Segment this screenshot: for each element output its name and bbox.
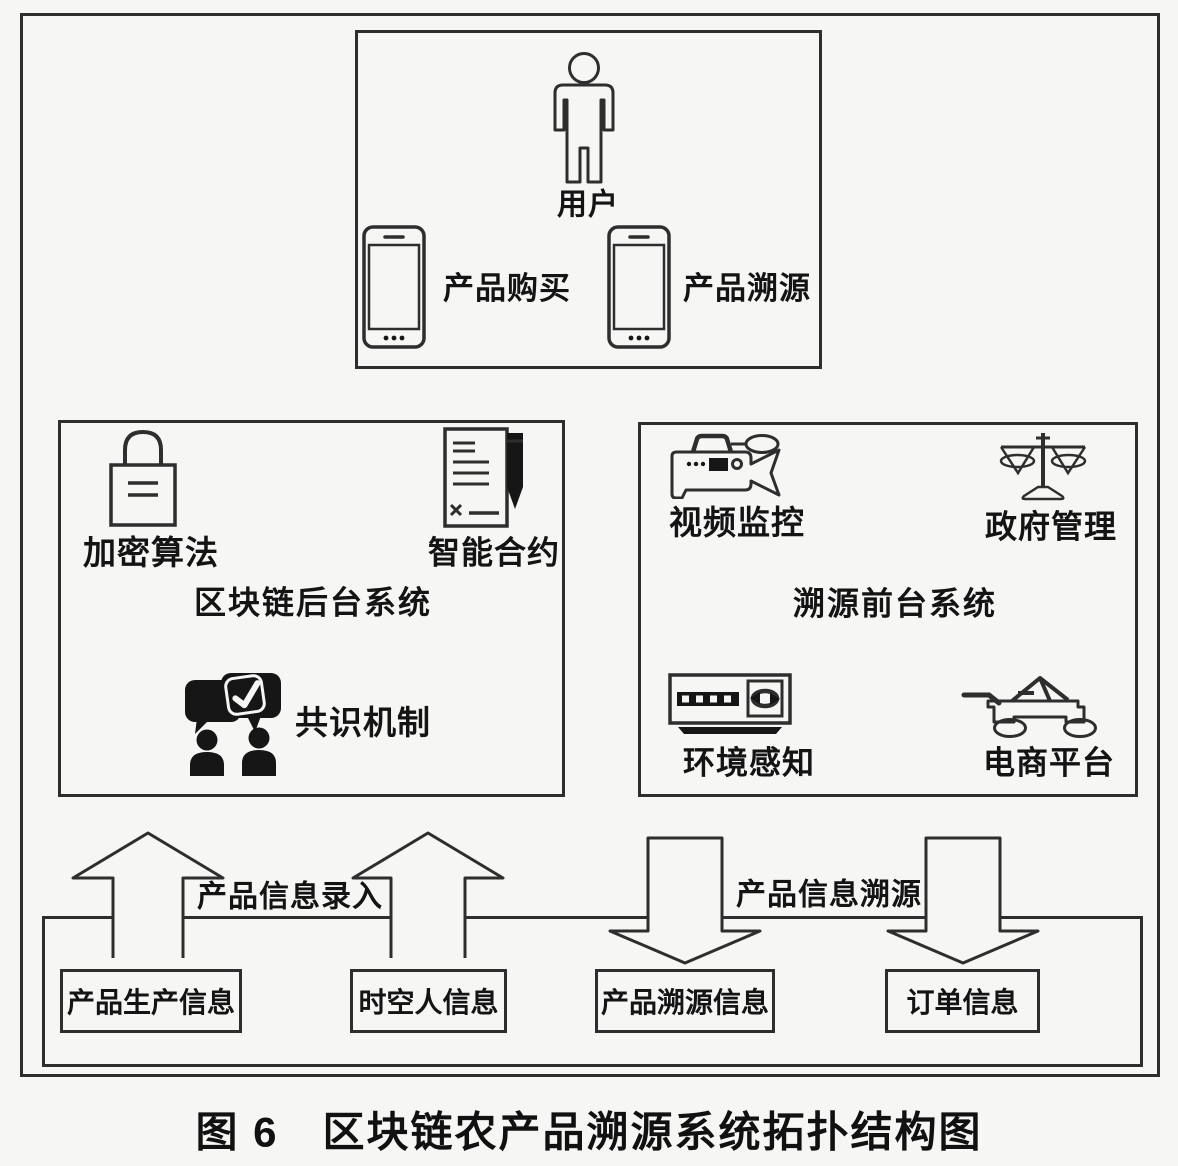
- consensus-icon: [183, 670, 285, 777]
- encryption-label: 加密算法: [83, 533, 219, 571]
- scales-icon: [996, 431, 1090, 502]
- video-label: 视频监控: [669, 503, 805, 541]
- backend-title: 区块链后台系统: [193, 584, 433, 621]
- info-box-label: 订单信息: [906, 987, 1019, 1018]
- info-box-label: 时空人信息: [358, 987, 499, 1018]
- video-camera-icon: [665, 433, 792, 499]
- backend-panel-box: [58, 420, 565, 797]
- outer-border: [20, 13, 1160, 1077]
- info-box-order: 订单信息: [885, 969, 1040, 1033]
- buy-label: 产品购买: [443, 270, 571, 306]
- trace-label: 产品溯源: [683, 270, 811, 306]
- info-box-label: 产品生产信息: [66, 987, 235, 1018]
- environment-label: 环境感知: [682, 744, 816, 781]
- ecommerce-label: 电商平台: [982, 744, 1116, 781]
- cart-icon: [960, 670, 1112, 738]
- data-container-box: [42, 916, 1143, 1067]
- sensor-icon: [668, 673, 793, 735]
- user-icon: [547, 52, 621, 184]
- user-label: 用户: [557, 188, 619, 222]
- frontend-title: 溯源前台系统: [792, 585, 998, 622]
- government-label: 政府管理: [984, 508, 1118, 545]
- trace-flow-label: 产品信息溯源: [736, 878, 922, 912]
- phone-trace-icon: [607, 225, 671, 349]
- info-box-label: 产品溯源信息: [600, 987, 769, 1018]
- phone-buy-icon: [362, 225, 426, 349]
- figure-caption: 图 6 区块链农产品溯源系统拓扑结构图: [195, 1108, 983, 1156]
- consensus-label: 共识机制: [295, 703, 431, 741]
- entry-flow-label: 产品信息录入: [197, 880, 383, 914]
- user-panel-box: [355, 30, 822, 369]
- lock-icon: [104, 427, 182, 529]
- frontend-panel-box: [638, 422, 1138, 797]
- smart-contract-label: 智能合约: [427, 534, 561, 571]
- info-box-production: 产品生产信息: [60, 969, 242, 1033]
- info-box-spacetime: 时空人信息: [350, 969, 507, 1033]
- info-box-traceinfo: 产品溯源信息: [595, 969, 775, 1033]
- smart-contract-icon: [443, 427, 529, 529]
